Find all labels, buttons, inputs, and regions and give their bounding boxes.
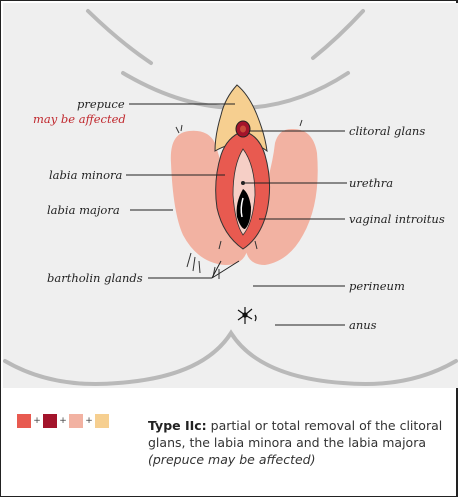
plus-sign: + <box>31 416 43 426</box>
label-may-be-affected: may be affected <box>33 112 126 126</box>
label-anus: anus <box>349 318 377 332</box>
caption-note: (prepuce may be affected) <box>148 452 316 467</box>
label-perineum: perineum <box>349 279 405 293</box>
label-labia-minora: labia minora <box>49 168 122 182</box>
thigh-contour-left <box>88 11 151 63</box>
type-caption: Type IIc: partial or total removal of th… <box>148 417 448 468</box>
swatch-labia-majora <box>69 414 83 428</box>
urethra <box>241 181 245 185</box>
plus-sign: + <box>57 416 69 426</box>
swatch-labia-minora <box>17 414 31 428</box>
label-labia-majora: labia majora <box>47 203 120 217</box>
swatch-clitoral-glans <box>43 414 57 428</box>
label-vaginal-introitus: vaginal introitus <box>349 212 445 226</box>
label-prepuce: prepuce <box>77 97 125 111</box>
plus-sign: + <box>83 416 95 426</box>
caption-type: Type IIc: <box>148 418 207 433</box>
swatch-prepuce <box>95 414 109 428</box>
label-bartholin-glands: bartholin glands <box>47 271 143 285</box>
buttocks-contour <box>5 333 456 384</box>
anus <box>238 307 256 324</box>
thigh-contour-right <box>313 11 363 58</box>
label-urethra: urethra <box>349 176 393 190</box>
label-clitoral-glans: clitoral glans <box>349 124 425 138</box>
diagram-panel: prepuce may be affected labia minora lab… <box>3 3 458 388</box>
color-legend: + + + <box>17 414 109 428</box>
anatomy-diagram <box>3 3 458 388</box>
